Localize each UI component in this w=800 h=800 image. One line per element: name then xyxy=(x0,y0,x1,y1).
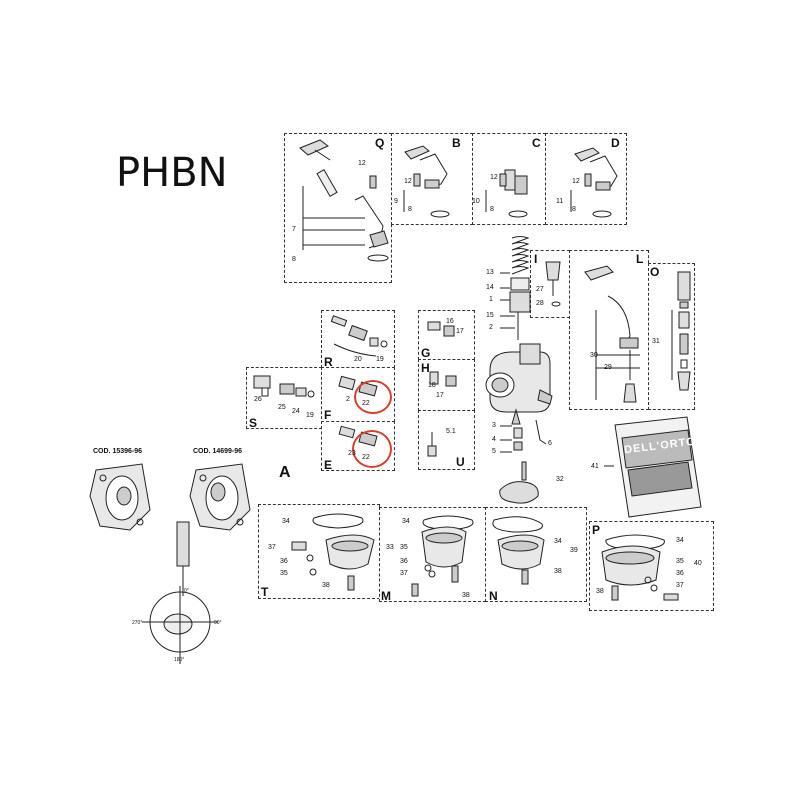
part-num-n-38: 38 xyxy=(554,568,562,575)
part-num-m-36: 36 xyxy=(400,558,408,565)
panel-label-t: T xyxy=(261,585,269,599)
panel-l xyxy=(569,250,649,410)
panel-label-c: C xyxy=(532,136,541,150)
part-num-4: 4 xyxy=(492,436,496,443)
part-num-g-16: 16 xyxy=(446,318,454,325)
part-num-d-11: 11 xyxy=(556,198,564,205)
label-a: A xyxy=(279,464,291,481)
cod-label-1: COD. 15396-96 xyxy=(93,448,143,455)
part-num-n-39: 39 xyxy=(570,547,578,554)
part-num-p-35: 35 xyxy=(676,558,684,565)
part-num-c-8: 8 xyxy=(490,206,494,213)
part-num-m-34: 34 xyxy=(402,518,410,525)
part-num-t-37: 37 xyxy=(268,544,276,551)
part-num-s-25: 25 xyxy=(278,404,286,411)
part-num-r-20: 20 xyxy=(354,356,362,363)
part-num-h-17: 17 xyxy=(436,392,444,399)
degree-270: 270° xyxy=(132,620,143,626)
part-num-i-27: 27 xyxy=(536,286,544,293)
part-num-1: 1 xyxy=(489,296,493,303)
part-num-b-9: 9 xyxy=(394,198,398,205)
part-num-m-35: 35 xyxy=(400,544,408,551)
part-num-q-7: 7 xyxy=(292,226,296,233)
panel-label-f: F xyxy=(324,408,332,422)
panel-label-g: G xyxy=(421,346,431,360)
part-num-p-36: 36 xyxy=(676,570,684,577)
panel-label-i: I xyxy=(534,252,538,266)
part-num-d-12: 12 xyxy=(572,178,580,185)
part-num-e-22: 22 xyxy=(362,454,370,461)
part-num-t-36: 36 xyxy=(280,558,288,565)
panel-label-r: R xyxy=(324,355,333,369)
part-num-2: 2 xyxy=(489,324,493,331)
part-num-q-8: 8 xyxy=(292,256,296,263)
panel-label-n: N xyxy=(489,589,498,603)
part-num-u-5-1: 5.1 xyxy=(446,428,456,435)
part-num-c-12: 12 xyxy=(490,174,498,181)
part-num-p-34: 34 xyxy=(676,537,684,544)
part-num-32: 32 xyxy=(556,476,564,483)
part-num-p-40: 40 xyxy=(694,560,702,567)
part-num-m-38: 38 xyxy=(462,592,470,599)
panel-label-o: O xyxy=(650,265,660,279)
panel-b xyxy=(391,133,473,225)
part-num-6: 6 xyxy=(548,440,552,447)
part-num-p-37: 37 xyxy=(676,582,684,589)
part-num-f-22: 22 xyxy=(362,400,370,407)
panel-label-e: E xyxy=(324,458,333,472)
part-num-s-19: 19 xyxy=(306,412,314,419)
panel-label-h: H xyxy=(421,361,430,375)
part-num-r-19: 19 xyxy=(376,356,384,363)
part-num-o-31: 31 xyxy=(652,338,660,345)
part-num-e-23: 23 xyxy=(348,450,356,457)
part-num-p-38: 38 xyxy=(596,588,604,595)
panel-label-l: L xyxy=(636,252,644,266)
panel-label-q: Q xyxy=(375,136,385,150)
part-num-l-29: 29 xyxy=(604,364,612,371)
part-num-g-17: 17 xyxy=(456,328,464,335)
part-num-3: 3 xyxy=(492,422,496,429)
degree-90: 90° xyxy=(214,620,222,626)
part-num-q-12: 12 xyxy=(358,160,366,167)
panel-label-m: M xyxy=(381,589,391,603)
part-num-5: 5 xyxy=(492,448,496,455)
part-num-h-18: 18 xyxy=(428,382,436,389)
page-title: PHBN xyxy=(116,150,228,196)
part-num-i-28: 28 xyxy=(536,300,544,307)
part-num-m-37: 37 xyxy=(400,570,408,577)
panel-label-u: U xyxy=(456,455,465,469)
part-num-s-24: 24 xyxy=(292,408,300,415)
degree-0: 0° xyxy=(184,588,189,594)
part-num-41: 41 xyxy=(591,463,599,470)
part-num-t-35: 35 xyxy=(280,570,288,577)
panel-u xyxy=(418,410,475,470)
part-num-d-8: 8 xyxy=(572,206,576,213)
part-num-f-2: 2 xyxy=(346,396,350,403)
part-num-l-30: 30 xyxy=(590,352,598,359)
part-num-14: 14 xyxy=(486,284,494,291)
degree-180: 180° xyxy=(174,657,185,663)
panel-label-s: S xyxy=(249,416,258,430)
panel-q xyxy=(284,133,392,283)
part-num-t-38: 38 xyxy=(322,582,330,589)
panel-i xyxy=(530,250,570,318)
part-num-m-33: 33 xyxy=(386,544,394,551)
part-num-b-8: 8 xyxy=(408,206,412,213)
panel-label-d: D xyxy=(611,136,620,150)
panel-label-p: P xyxy=(592,523,601,537)
part-num-b-12: 12 xyxy=(404,178,412,185)
panel-label-b: B xyxy=(452,136,461,150)
part-num-n-34: 34 xyxy=(554,538,562,545)
part-num-13: 13 xyxy=(486,269,494,276)
highlight-circle-e xyxy=(352,430,392,468)
highlight-circle-f xyxy=(354,380,392,414)
part-num-t-34: 34 xyxy=(282,518,290,525)
part-num-s-26: 26 xyxy=(254,396,262,403)
part-num-c-10: 10 xyxy=(472,198,480,205)
part-num-15: 15 xyxy=(486,312,494,319)
cod-label-2: COD. 14699-96 xyxy=(193,448,243,455)
